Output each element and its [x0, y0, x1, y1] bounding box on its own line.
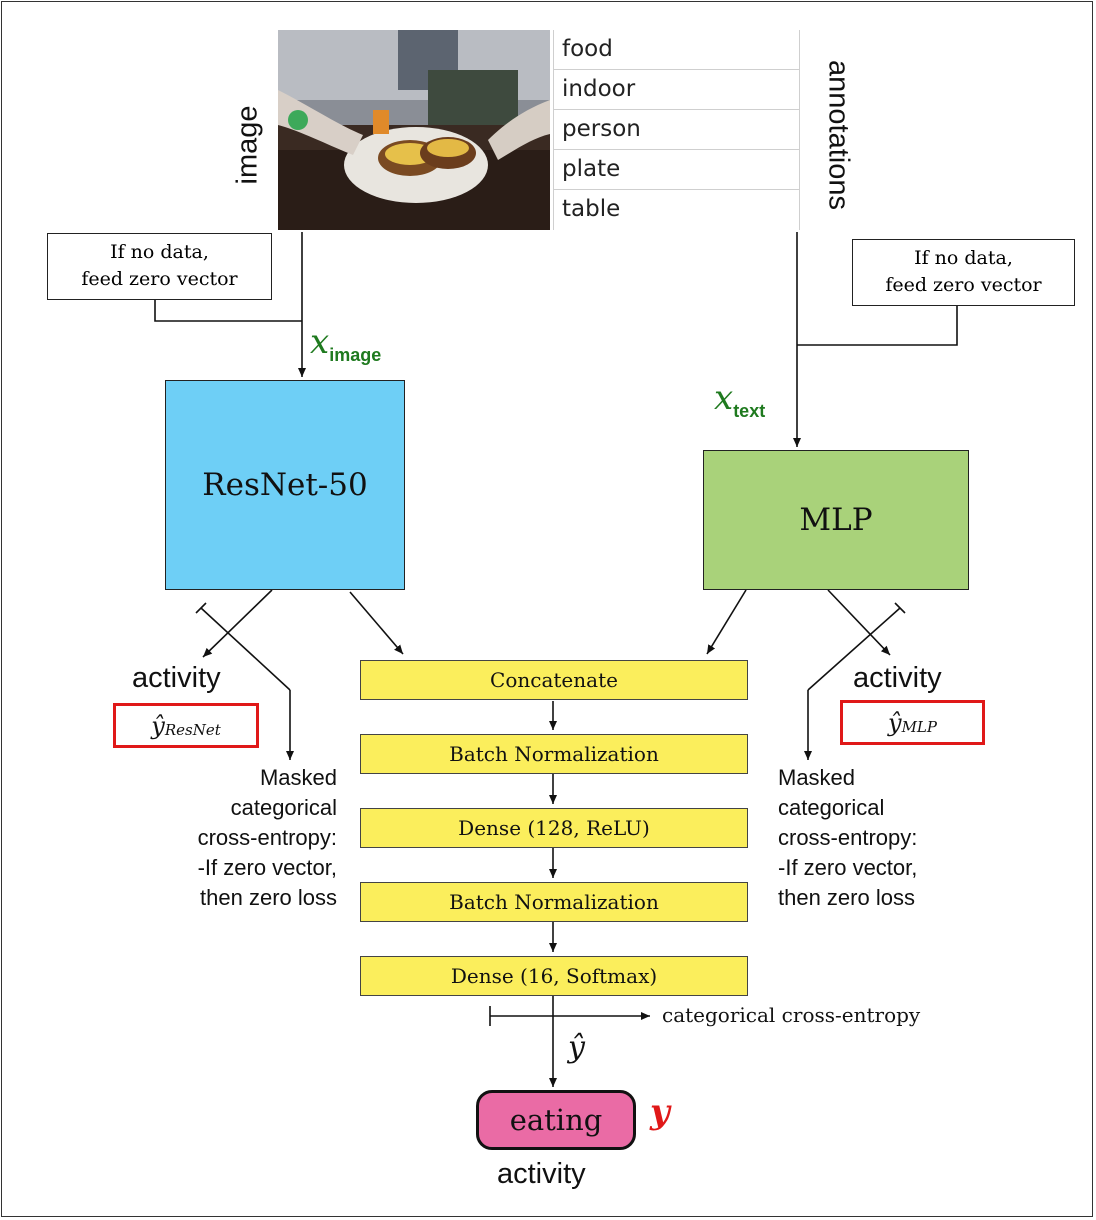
left-loss-branch — [200, 607, 291, 691]
mlp-to-concat-arrow — [706, 589, 747, 655]
resnet-subscript: ResNet — [164, 720, 221, 739]
predicted-activity-label: eating — [509, 1103, 603, 1137]
left-loss-tick — [195, 602, 207, 614]
right-masked-loss: Masked categorical cross-entropy: -If ze… — [778, 763, 978, 913]
final-loss-label: categorical cross-entropy — [662, 1003, 921, 1027]
left-note-connector — [154, 300, 302, 322]
left-activity-label: activity — [132, 662, 221, 694]
egocentric-photo — [278, 30, 550, 230]
left-zero-vector-note: If no data, feed zero vector — [47, 233, 272, 300]
note-line: If no data, — [110, 241, 209, 263]
resnet-box: ResNet-50 — [165, 380, 405, 590]
x-text-subscript: text — [733, 400, 766, 421]
resnet-to-concat-arrow — [349, 591, 404, 655]
concatenate-layer: Concatenate — [360, 660, 748, 700]
y-hat-symbol: ŷ — [888, 708, 902, 737]
right-activity-label: activity — [853, 662, 942, 694]
x-symbol: x — [714, 378, 734, 418]
right-note-connector — [797, 306, 958, 346]
image-label: image — [231, 105, 264, 185]
note-line: If no data, — [914, 247, 1013, 269]
y-hat-symbol: ŷ — [151, 711, 165, 740]
loss-line: then zero loss — [778, 885, 915, 910]
x-image-symbol: ximage — [310, 322, 381, 366]
annotation-item: plate — [554, 150, 799, 190]
resnet-to-activity-arrow — [202, 589, 273, 658]
loss-line: categorical — [778, 795, 885, 820]
annotation-item: person — [554, 110, 799, 150]
x-image-subscript: image — [329, 344, 382, 365]
x-text-symbol: xtext — [714, 378, 765, 422]
loss-line: cross-entropy: — [778, 825, 918, 850]
mlp-box: MLP — [703, 450, 969, 590]
note-line: feed zero vector — [81, 268, 238, 290]
mlp-subscript: MLP — [901, 717, 937, 736]
ground-truth-y: y — [650, 1092, 670, 1132]
note-line: feed zero vector — [885, 274, 1042, 296]
loss-line: Masked — [778, 765, 856, 790]
batch-norm-layer-2: Batch Normalization — [360, 882, 748, 922]
right-zero-vector-note: If no data, feed zero vector — [852, 239, 1075, 306]
loss-line: -If zero vector, — [778, 855, 918, 880]
mlp-label: MLP — [799, 502, 873, 538]
final-y-hat: ŷ — [568, 1030, 585, 1065]
loss-line: Masked — [259, 765, 337, 790]
food-scene-illustration — [278, 30, 550, 230]
loss-line: then zero loss — [200, 885, 337, 910]
annotation-item: indoor — [554, 70, 799, 110]
left-masked-loss: Masked categorical cross-entropy: -If ze… — [130, 763, 337, 913]
annotation-list: food indoor person plate table — [553, 30, 800, 230]
resnet-label: ResNet-50 — [202, 467, 368, 503]
final-activity-label: activity — [497, 1158, 586, 1190]
annotation-item: table — [562, 196, 621, 222]
loss-line: cross-entropy: — [197, 825, 337, 850]
batch-norm-layer-1: Batch Normalization — [360, 734, 748, 774]
loss-line: -If zero vector, — [197, 855, 337, 880]
mlp-to-activity-arrow — [827, 589, 891, 656]
image-label-wrap: image — [218, 95, 278, 195]
annotations-label: annotations — [822, 60, 855, 210]
loss-line: categorical — [230, 795, 337, 820]
x-symbol: x — [310, 322, 330, 362]
annotations-label-wrap: annotations — [808, 40, 868, 230]
dense-softmax-layer: Dense (16, Softmax) — [360, 956, 748, 996]
dense-relu-layer: Dense (128, ReLU) — [360, 808, 748, 848]
right-loss-branch — [807, 607, 901, 691]
predicted-activity-box: eating — [476, 1090, 636, 1150]
right-loss-tick — [894, 602, 906, 614]
annotation-item: food — [554, 30, 799, 70]
